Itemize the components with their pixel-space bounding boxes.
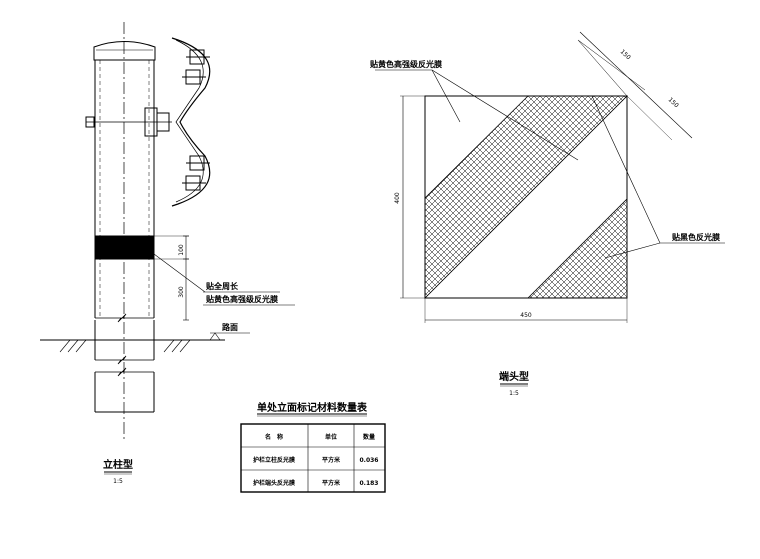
table-header-unit: 单位 [325, 433, 337, 441]
table-cell: 平方米 [322, 456, 340, 464]
label-yellow-film-top: 贴黄色高强级反光膜 [370, 59, 442, 69]
label-black-film: 贴黑色反光膜 [672, 232, 720, 242]
bolt-head-icon [85, 116, 95, 128]
dim-400: 400 [394, 192, 401, 204]
table-cell: 护栏立柱反光膜 [253, 456, 296, 464]
dim-150-b: 150 [667, 96, 680, 109]
post-view-title: 立柱型 [103, 458, 133, 471]
end-view-scale: 1:5 [509, 390, 519, 397]
end-plate-outline [424, 95, 628, 299]
w-beam-rail [171, 37, 211, 207]
table-header-qty: 数量 [363, 433, 375, 441]
dim-450: 450 [520, 312, 532, 319]
table-cell: 护栏端头反光膜 [253, 479, 296, 487]
label-full-circumference: 贴全周长 [206, 281, 239, 291]
end-view [375, 31, 725, 323]
dim-150-a: 150 [619, 48, 632, 61]
label-yellow-film-post: 贴黄色高强级反光膜 [206, 294, 278, 304]
dim-300: 300 [178, 286, 185, 298]
dim-100: 100 [178, 244, 185, 256]
table-header-name: 名 称 [265, 433, 283, 441]
label-road-surface: 路面 [222, 322, 238, 332]
yellow-film-band-lower [527, 198, 628, 299]
post-cap [93, 41, 156, 61]
quantity-table [240, 423, 386, 493]
table-cell: 0.036 [360, 457, 379, 464]
post-view [40, 22, 295, 442]
rail-bolt-icon [182, 49, 210, 191]
black-reflective-band [94, 235, 155, 260]
table-cell: 平方米 [322, 479, 340, 487]
end-view-title: 端头型 [499, 370, 529, 383]
table-cell: 0.183 [360, 480, 379, 487]
table-title: 单处立面标记材料数量表 [257, 401, 368, 414]
post-view-scale: 1:5 [113, 478, 123, 485]
